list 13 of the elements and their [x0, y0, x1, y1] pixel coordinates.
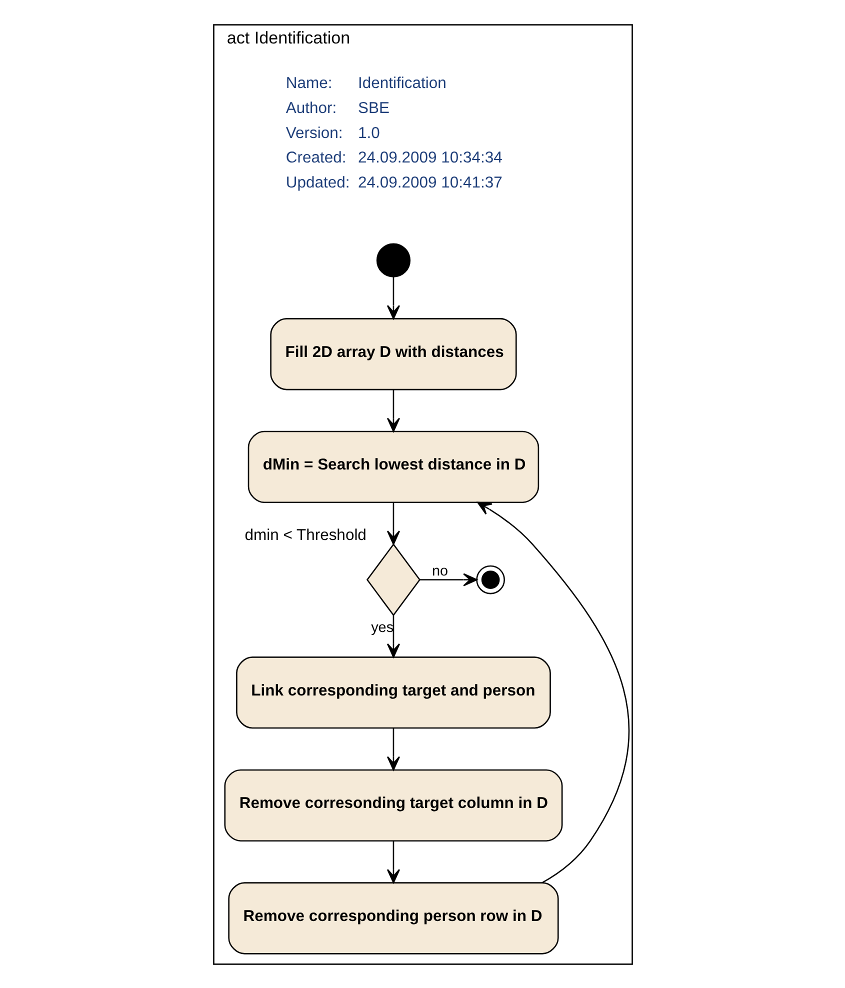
label: Updated: — [285, 174, 350, 192]
edge-label: no — [431, 563, 448, 580]
label: 24.09.2009 10:34:34 — [358, 149, 502, 166]
label: Identification — [358, 74, 446, 92]
label: 24.09.2009 10:41:37 — [358, 174, 502, 192]
label: Created: — [285, 149, 346, 166]
label: Version: — [285, 124, 342, 142]
label: Name: — [285, 74, 332, 92]
edge-label: yes — [370, 619, 394, 636]
label: SBE — [358, 99, 390, 116]
label: Author: — [285, 99, 336, 116]
node-label: dmin < Threshold — [244, 526, 366, 544]
label: 1.0 — [358, 124, 380, 142]
